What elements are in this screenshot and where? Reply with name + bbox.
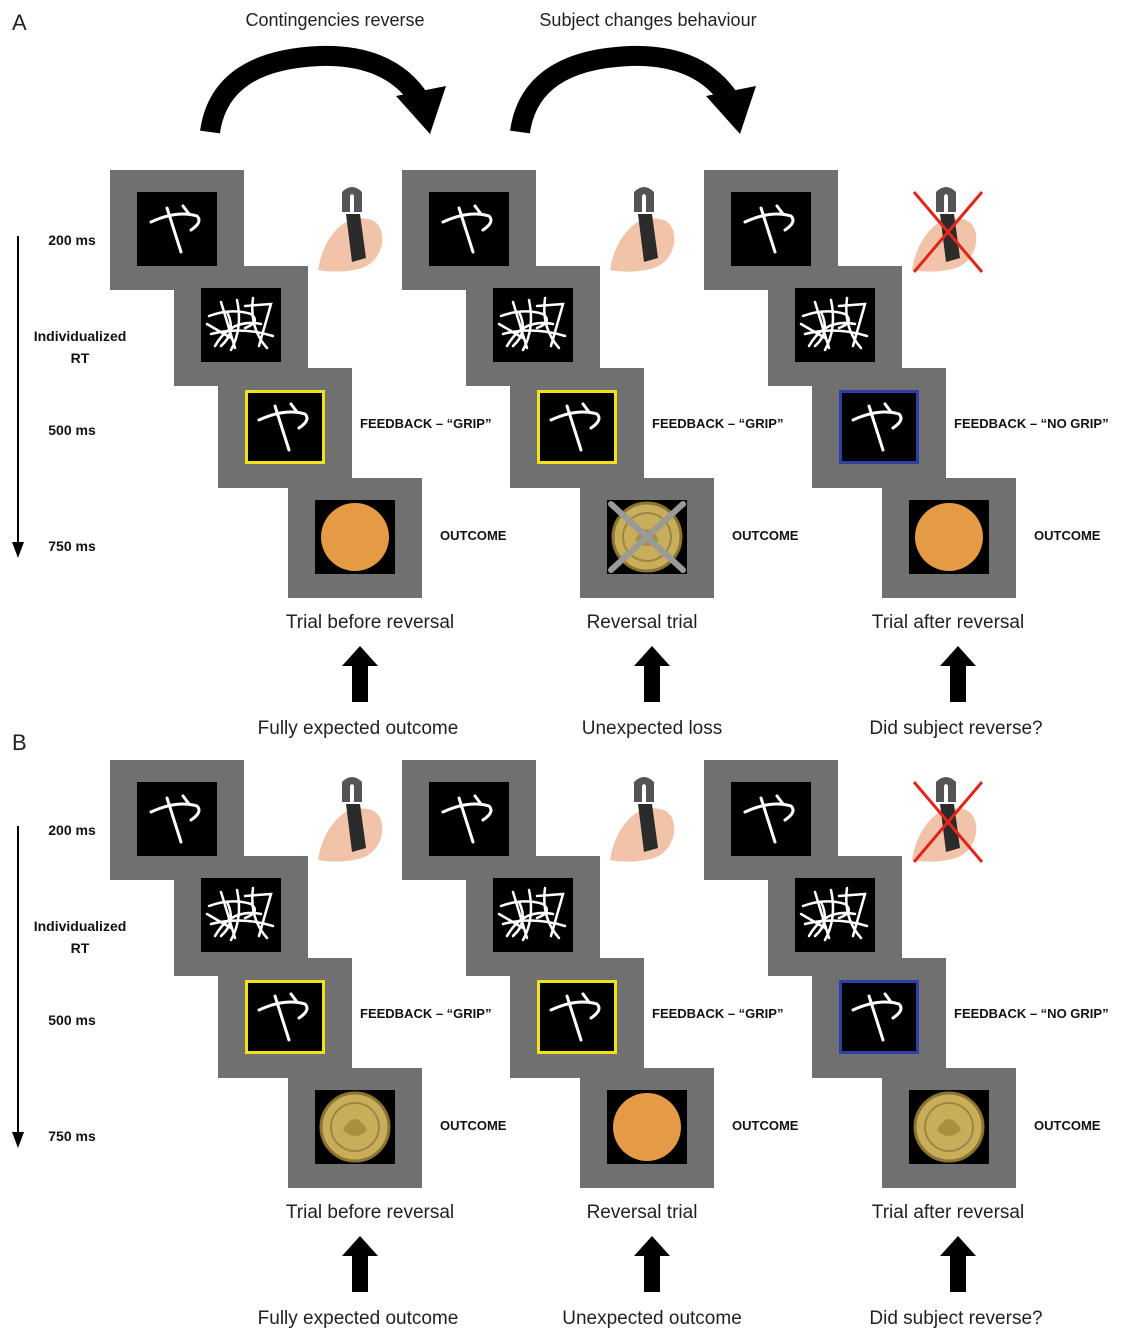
fixation-stimulus [731, 192, 811, 266]
trial-caption: Trial before reversal [285, 612, 455, 633]
trial-frame-3 [510, 958, 644, 1078]
trial-frame-3 [218, 958, 352, 1078]
mask-stimulus [201, 878, 281, 952]
top-label-behaviour: Subject changes behaviour [539, 10, 757, 30]
time-label-individualized: Individualized [33, 918, 127, 934]
trial-frame-2 [466, 266, 600, 386]
trial-caption: Reversal trial [586, 1202, 698, 1223]
outcome-orange-circle [607, 1090, 687, 1164]
curved-arrow-contingencies [200, 40, 450, 145]
feedback-label: FEEDBACK – “GRIP” [360, 1006, 492, 1021]
curved-arrow-behaviour [510, 40, 760, 145]
feedback-stimulus [839, 390, 919, 464]
mask-stimulus [493, 288, 573, 362]
trial-caption: Trial after reversal [871, 1202, 1025, 1223]
grip-hand-icon [604, 774, 684, 866]
bottom-label: Unexpected loss [581, 718, 723, 739]
trial-frame-2 [466, 856, 600, 976]
trial-frame-4 [882, 1068, 1016, 1188]
time-label-200ms: 200 ms [48, 232, 96, 248]
trial-caption: Trial after reversal [871, 612, 1025, 633]
grip-hand-icon [312, 184, 392, 276]
trial-frame-2 [174, 266, 308, 386]
outcome-label: OUTCOME [440, 528, 507, 543]
outcome-coin [909, 1090, 989, 1164]
trial-frame-3 [812, 958, 946, 1078]
time-label-750ms: 750 ms [48, 538, 96, 554]
fixation-stimulus [429, 782, 509, 856]
trial-frame-2 [768, 266, 902, 386]
mask-stimulus [201, 288, 281, 362]
outcome-orange-circle [909, 500, 989, 574]
outcome-label: OUTCOME [732, 1118, 799, 1133]
feedback-label: FEEDBACK – “NO GRIP” [954, 1006, 1109, 1021]
time-label-individualized: Individualized [33, 328, 127, 344]
timeline-arrow [10, 236, 26, 567]
trial-frame-4 [580, 478, 714, 598]
outcome-label: OUTCOME [440, 1118, 507, 1133]
trial-frame-4 [882, 478, 1016, 598]
up-arrow [940, 1236, 976, 1292]
feedback-label: FEEDBACK – “GRIP” [652, 416, 784, 431]
time-label-200ms: 200 ms [48, 822, 96, 838]
trial-frame-4 [580, 1068, 714, 1188]
trial-frame-3 [510, 368, 644, 488]
time-label-500ms: 500 ms [48, 422, 96, 438]
outcome-label: OUTCOME [1034, 528, 1101, 543]
trial-caption: Trial before reversal [285, 1202, 455, 1223]
panel-letter: B [12, 730, 27, 755]
bottom-label: Fully expected outcome [257, 1308, 459, 1329]
bottom-label: Unexpected outcome [562, 1308, 742, 1329]
feedback-label: FEEDBACK – “GRIP” [360, 416, 492, 431]
trial-frame-3 [812, 368, 946, 488]
trial-frame-3 [218, 368, 352, 488]
bottom-label: Did subject reverse? [869, 718, 1043, 739]
bottom-label: Fully expected outcome [257, 718, 459, 739]
up-arrow [342, 1236, 378, 1292]
feedback-stimulus [537, 980, 617, 1054]
timeline-arrow [10, 826, 26, 1157]
trial-frame-4 [288, 1068, 422, 1188]
trial-frame-2 [768, 856, 902, 976]
up-arrow [634, 1236, 670, 1292]
outcome-orange-circle [315, 500, 395, 574]
panel-letter: A [12, 10, 27, 35]
grip-hand-icon [604, 184, 684, 276]
trial-frame-2 [174, 856, 308, 976]
feedback-stimulus [537, 390, 617, 464]
feedback-label: FEEDBACK – “GRIP” [652, 1006, 784, 1021]
feedback-label: FEEDBACK – “NO GRIP” [954, 416, 1109, 431]
feedback-stimulus [245, 980, 325, 1054]
outcome-crossed-coin [607, 500, 687, 574]
up-arrow [940, 646, 976, 702]
outcome-label: OUTCOME [732, 528, 799, 543]
trial-caption: Reversal trial [586, 612, 698, 633]
mask-stimulus [795, 878, 875, 952]
outcome-coin [315, 1090, 395, 1164]
up-arrow [342, 646, 378, 702]
time-label-rt: RT [70, 940, 90, 956]
time-label-rt: RT [70, 350, 90, 366]
mask-stimulus [795, 288, 875, 362]
fixation-stimulus [137, 782, 217, 856]
mask-stimulus [493, 878, 573, 952]
feedback-stimulus [245, 390, 325, 464]
time-label-750ms: 750 ms [48, 1128, 96, 1144]
up-arrow [634, 646, 670, 702]
fixation-stimulus [137, 192, 217, 266]
time-label-500ms: 500 ms [48, 1012, 96, 1028]
trial-frame-4 [288, 478, 422, 598]
outcome-label: OUTCOME [1034, 1118, 1101, 1133]
fixation-stimulus [731, 782, 811, 856]
top-label-contingencies: Contingencies reverse [245, 10, 425, 30]
feedback-stimulus [839, 980, 919, 1054]
grip-hand-icon [312, 774, 392, 866]
no-grip-hand-icon [906, 184, 986, 276]
no-grip-hand-icon [906, 774, 986, 866]
bottom-label: Did subject reverse? [869, 1308, 1043, 1329]
fixation-stimulus [429, 192, 509, 266]
